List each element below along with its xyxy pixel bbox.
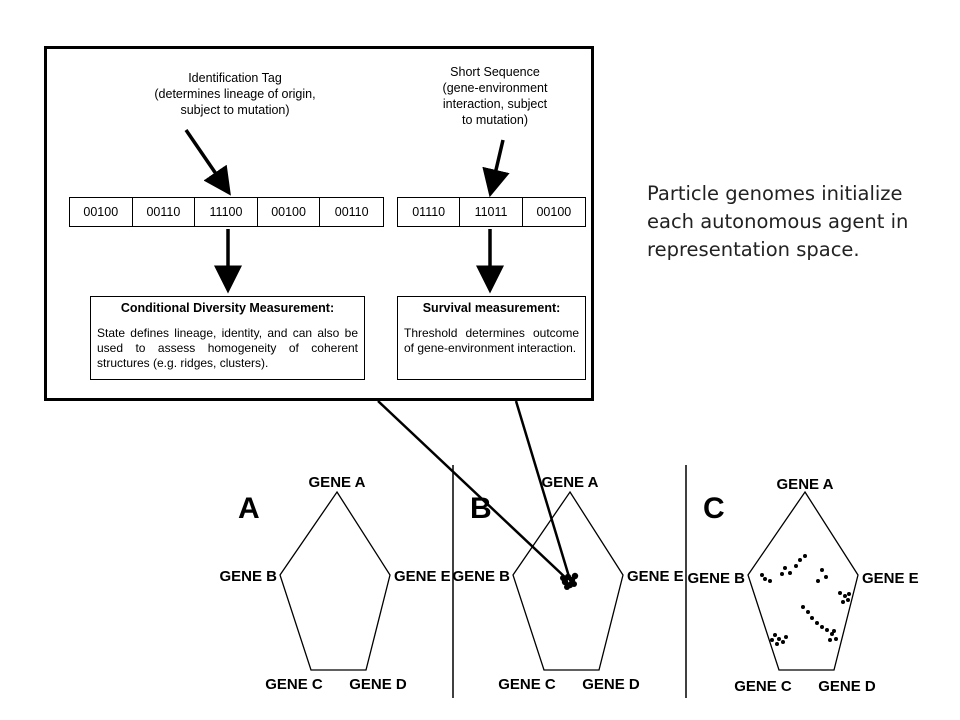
diversity-measurement-text: State defines lineage, identity, and can… — [97, 326, 358, 370]
gene-label: GENE E — [627, 568, 684, 585]
diversity-measurement-title: Conditional Diversity Measurement: — [120, 301, 335, 315]
id-tag-line: Identification Tag — [188, 71, 282, 85]
pentagon-c — [747, 490, 859, 671]
genome-segment: 00110 — [133, 198, 196, 226]
gene-label: GENE C — [498, 676, 556, 693]
genome-tag-segments: 00100 00110 11100 00100 00110 — [69, 197, 384, 227]
panel-letter-a: A — [238, 492, 260, 525]
gene-label: GENE A — [777, 476, 834, 493]
diversity-measurement-box: Conditional Diversity Measurement: State… — [90, 296, 365, 380]
genome-segment: 00100 — [70, 198, 133, 226]
id-tag-line: (determines lineage of origin, — [154, 87, 316, 101]
identification-tag-label: Identification Tag (determines lineage o… — [120, 70, 350, 118]
genome-segment: 00100 — [536, 205, 572, 219]
gene-label: GENE D — [349, 676, 407, 693]
gene-label: GENE B — [219, 568, 277, 585]
gene-label: GENE A — [542, 474, 599, 491]
gene-label: GENE C — [734, 678, 792, 695]
panel-letter-c: C — [703, 492, 725, 525]
gene-label: GENE D — [818, 678, 876, 695]
particles-c — [760, 554, 851, 646]
short-seq-line: (gene-environment — [442, 81, 548, 95]
pointer-line-left — [377, 400, 569, 581]
gene-label: GENE E — [394, 568, 451, 585]
genome-segment: 00100 — [258, 198, 321, 226]
survival-measurement-title: Survival measurement: — [422, 301, 561, 315]
genome-segment: 11011 — [460, 198, 523, 226]
genome-sequence-segments: 01110 11011 00100 — [397, 197, 586, 227]
gene-label: GENE C — [265, 676, 323, 693]
particle-cluster-b — [560, 572, 579, 590]
gene-label: GENE E — [862, 570, 919, 587]
caption-text: Particle genomes initialize each autonom… — [647, 182, 909, 261]
short-seq-line: interaction, subject — [442, 97, 548, 111]
id-tag-line: subject to mutation) — [180, 103, 290, 117]
survival-measurement-text: Threshold determines outcome of gene-env… — [404, 326, 579, 355]
pointer-line-right — [514, 400, 572, 581]
panel-letter-b: B — [470, 492, 492, 525]
pentagon-a — [279, 490, 391, 671]
gene-label: GENE B — [452, 568, 510, 585]
short-seq-line: Short Sequence — [450, 65, 540, 79]
short-seq-line: to mutation) — [461, 113, 528, 127]
genome-segment: 11100 — [195, 198, 258, 226]
gene-label: GENE D — [582, 676, 640, 693]
short-sequence-label: Short Sequence (gene-environment interac… — [415, 64, 575, 128]
survival-measurement-box: Survival measurement: Threshold determin… — [397, 296, 586, 380]
gene-label: GENE B — [687, 570, 745, 587]
genome-segment: 00110 — [334, 205, 369, 219]
genome-segment: 01110 — [398, 198, 461, 226]
gene-label: GENE A — [309, 474, 366, 491]
pentagon-b — [512, 490, 624, 671]
